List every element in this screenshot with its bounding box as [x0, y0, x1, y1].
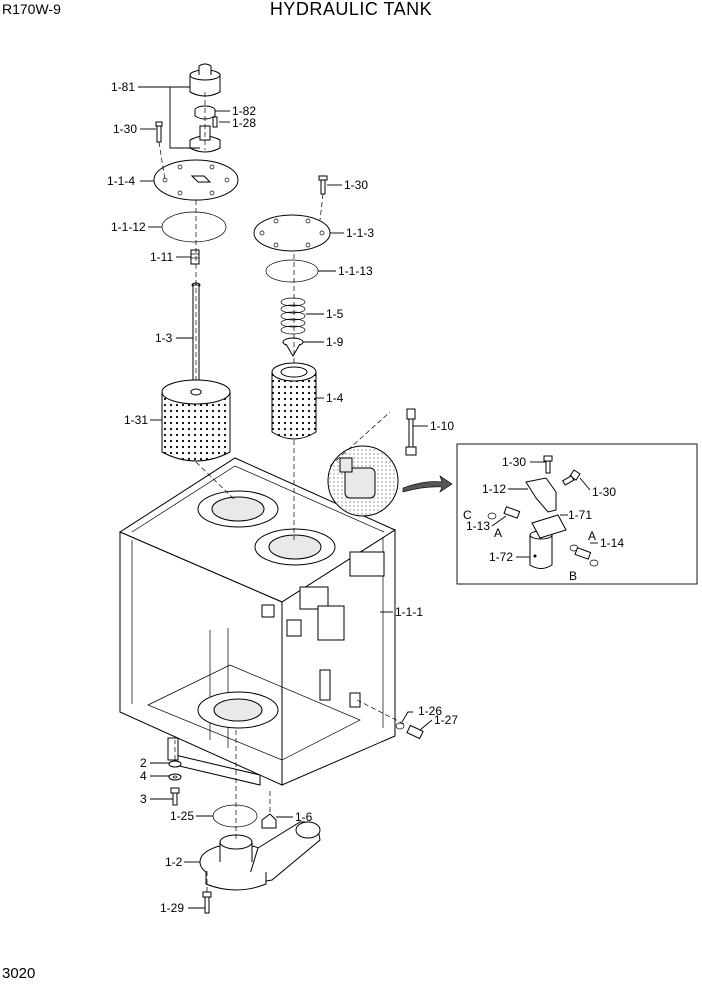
detail-zoom-circle [327, 445, 399, 517]
spring-1-11 [190, 249, 200, 265]
callout-1-29: 1-29 [160, 901, 184, 915]
bolt-3 [170, 787, 180, 806]
valve-1-9 [282, 337, 304, 357]
o-ring-1-1-13 [265, 259, 319, 283]
callout-1-9: 1-9 [326, 335, 344, 349]
bolt-1-29 [202, 891, 212, 914]
o-ring-1-1-12 [161, 211, 227, 243]
callout-1-31: 1-31 [124, 413, 148, 427]
callout-1-6: 1-6 [295, 810, 313, 824]
filter-element-1-31 [161, 379, 231, 462]
centerlines [174, 92, 405, 892]
detail-callout-1-30-top: 1-30 [502, 455, 526, 469]
callout-1-1-13: 1-1-13 [338, 264, 373, 278]
callout-1-11: 1-11 [150, 250, 173, 264]
page-number: 3020 [2, 965, 36, 982]
filter-element-1-4 [271, 362, 317, 440]
callout-1-1-4: 1-1-4 [107, 174, 135, 188]
washer-2 [168, 760, 182, 768]
leader-lines [138, 86, 598, 909]
callout-1-3: 1-3 [155, 331, 173, 345]
callout-1-1-3: 1-1-3 [346, 226, 374, 240]
callout-1-25: 1-25 [170, 809, 194, 823]
callout-1-28: 1-28 [232, 116, 256, 130]
detail-callout-1-72: 1-72 [489, 550, 513, 564]
breather-cap-1-81 [189, 63, 221, 97]
detail-box [456, 443, 698, 585]
o-ring-1-25 [212, 804, 258, 828]
bleeder-1-27 [395, 722, 424, 740]
detail-callout-1-30-right: 1-30 [592, 485, 616, 499]
callout-1-27: 1-27 [434, 713, 458, 727]
callout-labels: 1-81 1-82 1-28 1-30 1-1-4 1-1-12 1-11 1-… [107, 80, 624, 915]
callout-1-30-right: 1-30 [344, 178, 368, 192]
detail-callout-1-14: 1-14 [600, 536, 624, 550]
plug-1-6 [261, 813, 277, 829]
bolt-1-30-left [155, 121, 166, 181]
callout-1-1-1: 1-1-1 [395, 605, 423, 619]
cover-plate-1-1-3 [253, 214, 331, 252]
callout-1-4: 1-4 [326, 391, 344, 405]
detail-port-b: B [569, 569, 577, 583]
adapter-1-82 [194, 105, 216, 120]
tank-body-1-1-1 [118, 457, 397, 786]
callout-1-1-12: 1-1-12 [111, 220, 146, 234]
callout-1-5: 1-5 [326, 307, 344, 321]
detail-callout-1-71: 1-71 [568, 508, 592, 522]
detail-callout-1-12: 1-12 [482, 482, 506, 496]
detail-callout-1-13: 1-13 [466, 519, 490, 533]
callout-4: 4 [140, 769, 147, 783]
cover-plate-1-1-4 [153, 159, 239, 201]
callout-1-2: 1-2 [165, 855, 183, 869]
suction-pipe-1-2 [199, 821, 321, 891]
model-label: R170W-9 [2, 1, 61, 17]
page-title: HYDRAULIC TANK [269, 0, 433, 19]
detail-port-a-right: A [588, 529, 596, 543]
callout-1-26: 1-26 [418, 704, 442, 718]
callout-2: 2 [140, 756, 147, 770]
detail-port-c: C [463, 508, 472, 522]
bolt-1-30-right [318, 175, 328, 221]
callout-1-30-left: 1-30 [113, 122, 137, 136]
detail-port-a-left: A [494, 526, 502, 540]
spring-1-5 [280, 297, 306, 335]
detail-arrow-icon [402, 475, 453, 493]
callout-3: 3 [140, 792, 147, 806]
callout-1-82: 1-82 [232, 104, 256, 118]
callout-1-10: 1-10 [430, 419, 454, 433]
fitting-1-28 [212, 116, 218, 128]
callout-1-81: 1-81 [111, 80, 135, 94]
washer-4 [168, 773, 182, 781]
gauge-1-10 [405, 408, 417, 456]
